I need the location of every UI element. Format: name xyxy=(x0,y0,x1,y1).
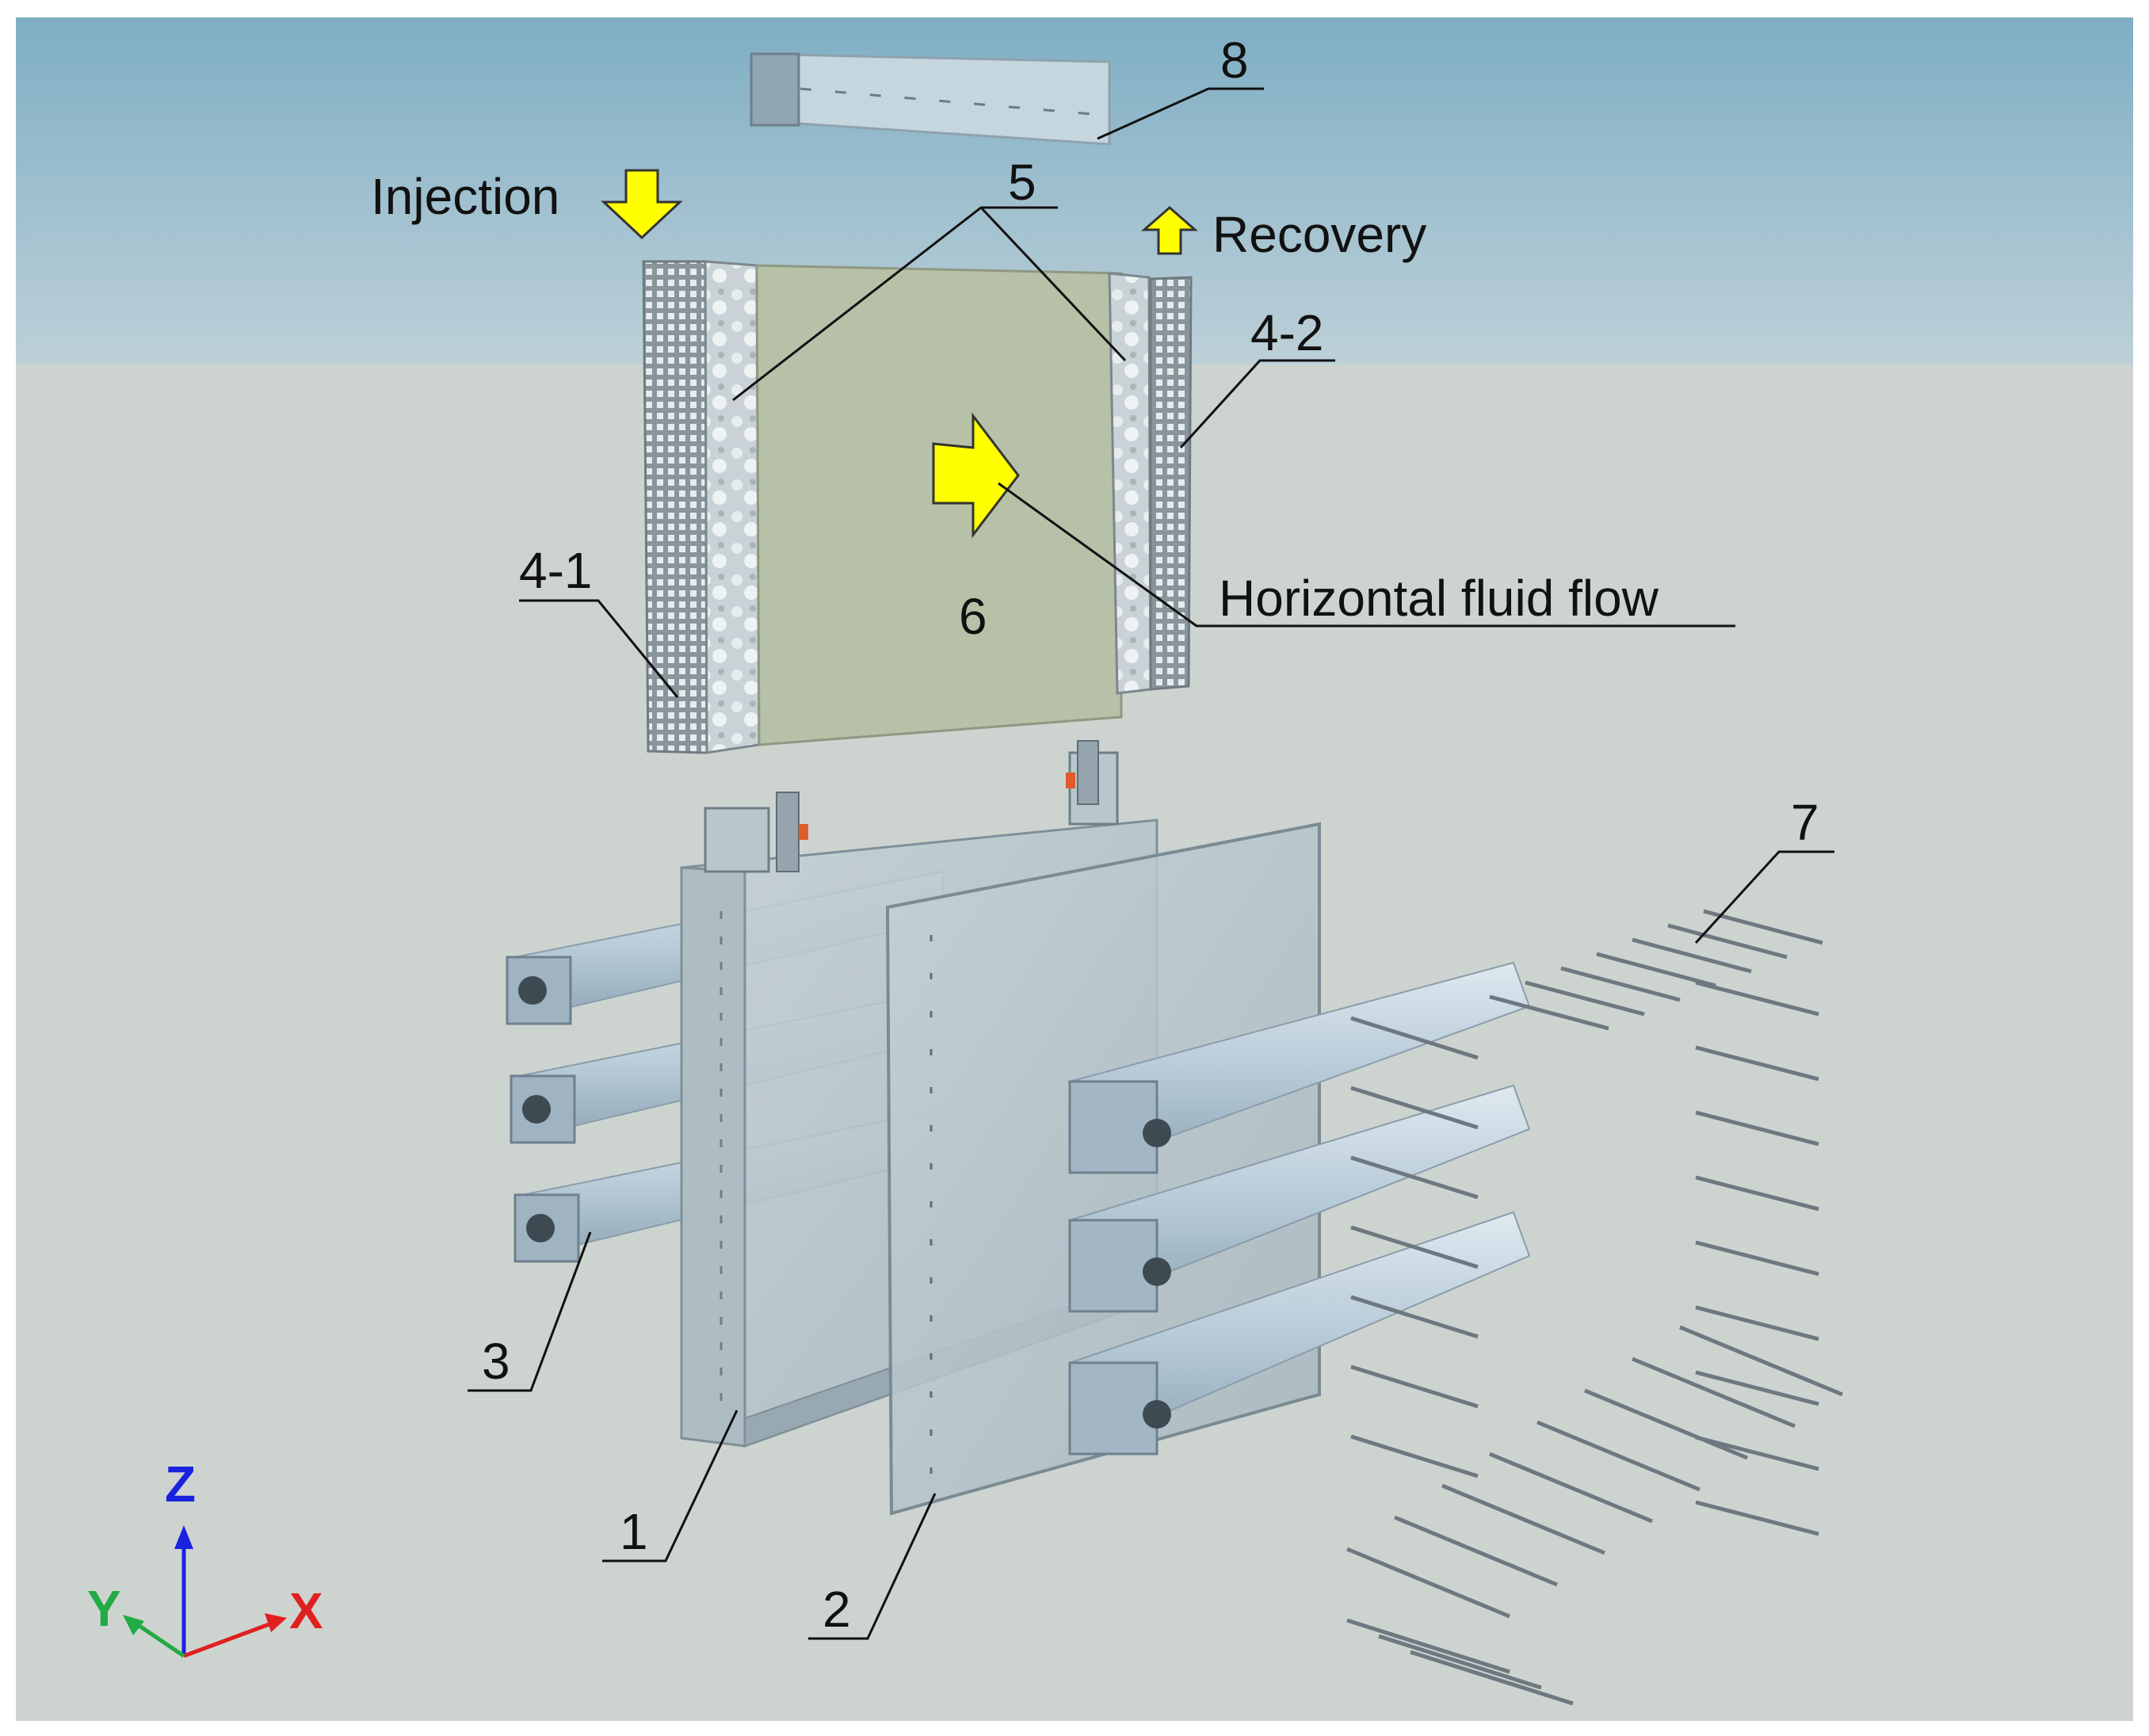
rod xyxy=(1632,937,1752,974)
x-axis-arrow-icon xyxy=(265,1613,287,1632)
rod xyxy=(1441,1483,1605,1555)
label-2: 2 xyxy=(823,1581,851,1638)
rod xyxy=(1350,1016,1479,1060)
y-axis-line xyxy=(133,1620,185,1658)
rod xyxy=(1679,1325,1843,1397)
part-4-1-left-mesh xyxy=(642,260,708,754)
rod xyxy=(1346,1547,1510,1619)
rod xyxy=(1695,1370,1819,1406)
rod xyxy=(1695,1435,1819,1471)
rod xyxy=(1584,1388,1748,1460)
injection-arrow-icon xyxy=(601,169,683,240)
rod xyxy=(1632,1356,1796,1429)
rod xyxy=(1394,1515,1558,1587)
rod xyxy=(1596,952,1716,988)
leader-lines xyxy=(468,87,1834,1640)
label-8: 8 xyxy=(1220,32,1249,89)
rod xyxy=(1350,1155,1479,1200)
rod xyxy=(1350,1434,1479,1478)
rod xyxy=(1695,980,1819,1017)
rod xyxy=(1695,1175,1819,1211)
label-4-2: 4-2 xyxy=(1250,304,1324,361)
x-axis-label: X xyxy=(289,1582,323,1639)
rod xyxy=(1346,1618,1510,1674)
axis-triad: Z X Y xyxy=(87,1456,323,1658)
label-6: 6 xyxy=(959,588,987,645)
part-5-left-porous-plate xyxy=(704,260,761,754)
rod xyxy=(1695,1305,1819,1341)
rod xyxy=(1525,980,1645,1017)
rod xyxy=(1695,1240,1819,1276)
rod xyxy=(1703,909,1823,945)
rod xyxy=(1695,1110,1819,1147)
rod xyxy=(1695,1500,1819,1536)
rod xyxy=(1536,1420,1700,1492)
rod xyxy=(1350,1295,1479,1339)
rod xyxy=(1695,1045,1819,1082)
rod xyxy=(1350,1225,1479,1269)
horizontal-flow-arrow-icon xyxy=(932,412,1020,539)
rod xyxy=(1667,923,1788,960)
rod xyxy=(1560,966,1681,1002)
horizontal-flow-label: Horizontal fluid flow xyxy=(1219,570,1659,627)
y-axis-arrow-icon xyxy=(123,1615,144,1635)
recovery-arrow-icon xyxy=(1141,206,1198,255)
rod xyxy=(1378,1634,1542,1690)
label-1: 1 xyxy=(620,1503,648,1560)
z-axis-arrow-icon xyxy=(174,1525,193,1549)
rod xyxy=(1489,994,1609,1031)
y-axis-label: Y xyxy=(87,1580,121,1637)
part-5-right-porous-plate xyxy=(1108,272,1152,695)
label-7: 7 xyxy=(1791,794,1819,851)
rod xyxy=(1350,1085,1479,1130)
label-3: 3 xyxy=(482,1333,510,1390)
rod xyxy=(1410,1650,1574,1706)
rod xyxy=(1350,1364,1479,1409)
part-6-sand-body xyxy=(755,264,1123,746)
recovery-label: Recovery xyxy=(1212,206,1426,263)
label-4-1: 4-1 xyxy=(519,542,593,599)
part-4-2-right-mesh xyxy=(1149,276,1193,691)
part-8-top-tube xyxy=(750,52,1111,146)
part-7-rods xyxy=(1346,909,1843,1706)
label-5: 5 xyxy=(1008,154,1036,211)
rod xyxy=(1489,1452,1653,1524)
x-axis-line xyxy=(183,1620,274,1658)
injection-label: Injection xyxy=(371,168,559,225)
z-axis-label: Z xyxy=(165,1456,196,1513)
